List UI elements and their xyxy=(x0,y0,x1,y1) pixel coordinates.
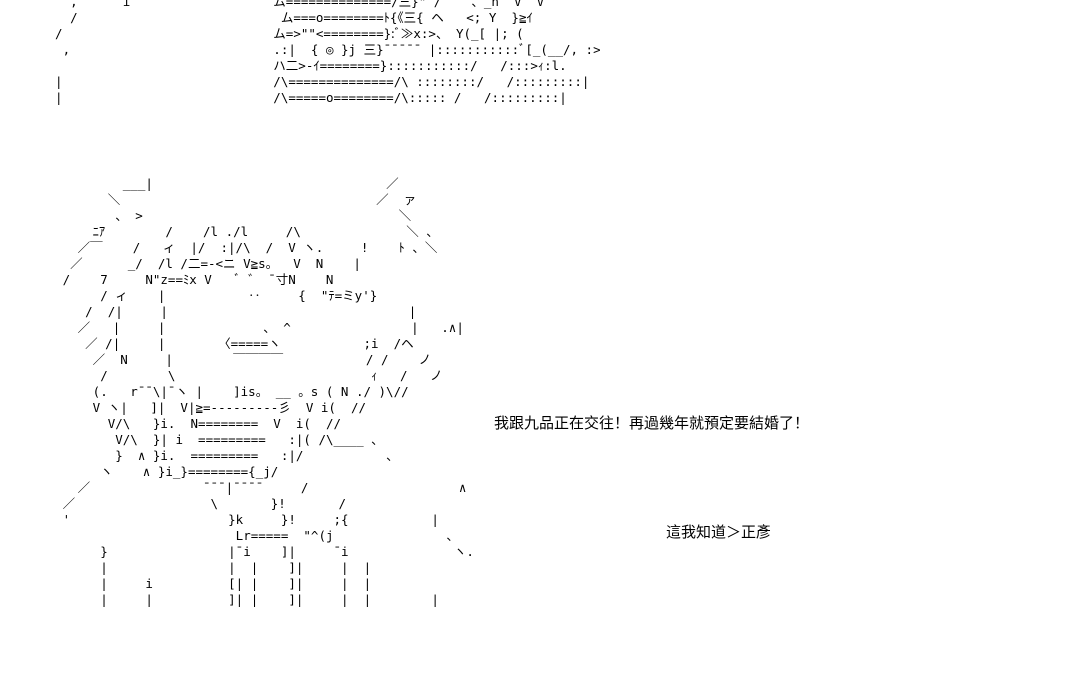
dialogue-line-1: 我跟九品正在交往！再過幾年就預定要結婚了！ xyxy=(494,414,810,432)
character-figure-ascii-art: ___| ／ ＼ ／ ァ 、 > ＼ ﾆｱ / /l ./l /\ ＼ 、 ／￣… xyxy=(62,176,474,607)
dialogue-line-2: 這我知道＞正彥 xyxy=(666,523,772,541)
top-scene-ascii-art: , i ム==============/三}" / ¯ 、_h V V / ム=… xyxy=(55,0,600,105)
